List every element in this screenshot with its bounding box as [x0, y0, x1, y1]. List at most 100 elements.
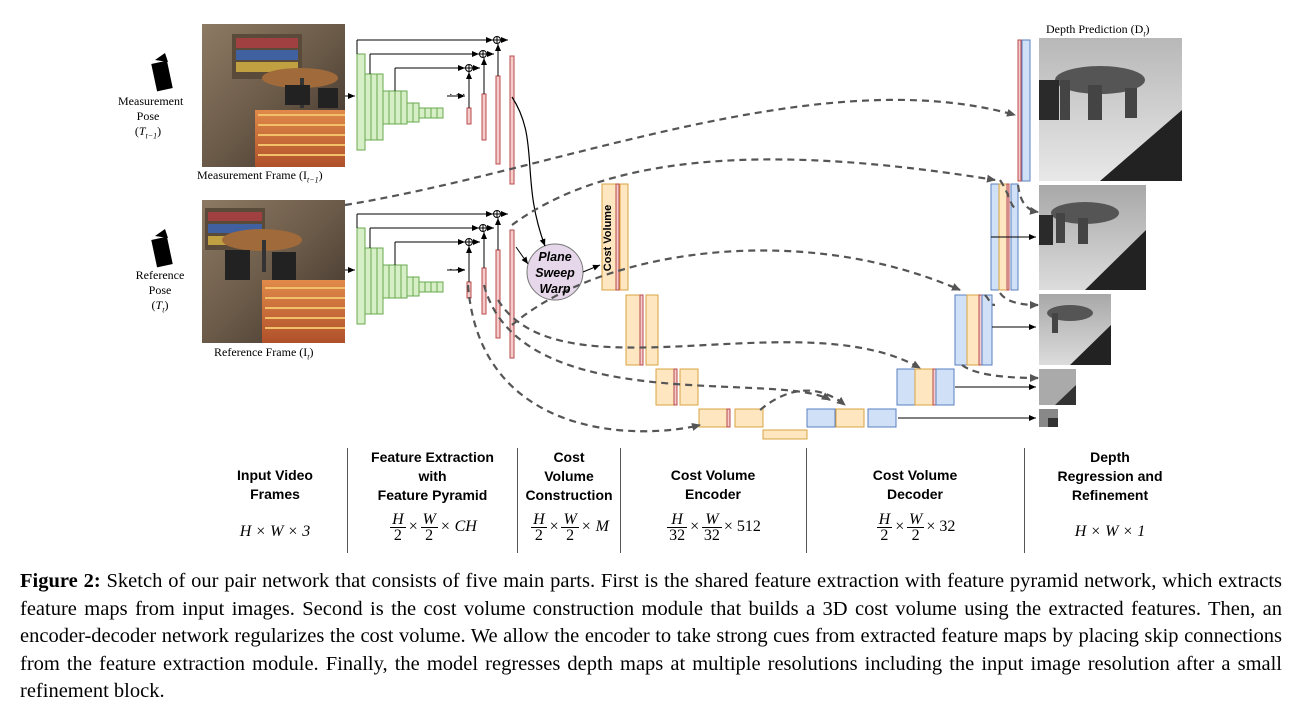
measurement-pose-label: Measurement Pose (Tt−1) — [118, 94, 183, 143]
decoder-block — [867, 408, 897, 428]
encoder-block — [679, 368, 699, 406]
column-title-encoder: Cost Volume Encoder — [670, 467, 756, 502]
caption-text: Sketch of our pair network that consists… — [20, 570, 1282, 702]
feature-map-block — [356, 53, 366, 151]
feature-map-block — [370, 73, 378, 141]
feature-map-block — [370, 247, 378, 315]
caption-label: Figure 2: — [20, 570, 101, 592]
formula-depth: H × W × 1 — [1074, 523, 1146, 540]
measurement-frame-label: Measurement Frame (It−1) — [197, 168, 323, 185]
reference-pose-line2: Pose — [148, 283, 172, 297]
reference-frame-image — [202, 200, 345, 343]
feature-map-block — [388, 90, 396, 125]
feature-map-block — [412, 102, 420, 123]
feature-pyramid-bottom — [356, 210, 515, 359]
depth-prediction-full — [1039, 38, 1182, 181]
feature-map-block — [424, 107, 432, 119]
decoder-block — [806, 408, 836, 428]
depth-prediction-half — [1039, 185, 1146, 290]
feature-pyramid-top — [356, 36, 515, 185]
column-separator — [620, 448, 621, 553]
depth-prediction-sixteenth — [1039, 409, 1058, 427]
network-diagram — [151, 24, 1182, 440]
refinement-block — [1021, 39, 1031, 182]
feature-map-block — [388, 264, 396, 299]
figure-caption: Figure 2: Sketch of our pair network tha… — [20, 568, 1282, 706]
pyramid-output-block — [466, 107, 472, 125]
pyramid-output-block — [495, 75, 501, 165]
encoder-skip-block — [639, 294, 644, 366]
reference-pose-label: Reference Pose (Tt) — [130, 268, 190, 317]
reference-camera-icon — [151, 229, 173, 268]
decoder-skip-block — [835, 408, 865, 428]
decoder-block — [896, 368, 916, 406]
formula-input: H × W × 3 — [239, 523, 311, 540]
column-title-costvol: Cost Volume Construction — [525, 449, 613, 503]
cost-volume-block — [619, 183, 629, 291]
reference-pose-line1: Reference — [135, 268, 185, 282]
measurement-camera-icon — [151, 53, 173, 92]
feature-map-block — [364, 73, 372, 141]
column-title-depth: Depth Regression and Refinement — [1057, 449, 1163, 503]
column-separator — [806, 448, 807, 553]
feature-map-block — [430, 281, 438, 293]
feature-map-block — [394, 90, 402, 125]
feature-map-block — [376, 73, 384, 141]
feature-map-block — [406, 276, 414, 297]
column-title-decoder: Cost Volume Decoder — [872, 467, 958, 502]
depth-prediction-quarter — [1039, 294, 1111, 365]
measurement-frame-image — [202, 24, 345, 167]
feature-map-block — [424, 281, 432, 293]
feature-map-block — [400, 264, 408, 299]
column-title-input: Input Video Frames — [237, 467, 313, 502]
encoder-skip-block — [673, 368, 678, 406]
feature-map-block — [382, 90, 390, 125]
feature-map-block — [412, 276, 420, 297]
measurement-pose-line1: Measurement — [118, 94, 184, 108]
decoder-block — [935, 368, 955, 406]
ellipsis-bottom: · · · — [449, 264, 466, 276]
skip-connections — [344, 98, 1039, 433]
encoder-bottleneck-block — [762, 429, 808, 440]
feature-map-block — [430, 107, 438, 119]
feature-map-block — [418, 281, 426, 293]
cost-volume-skip-block — [615, 183, 620, 291]
feature-map-block — [436, 107, 444, 119]
decoder-block — [981, 294, 993, 366]
reference-frame-label: Reference Frame (It) — [214, 345, 314, 362]
column-title-feature: Feature Extraction with Feature Pyramid — [371, 449, 494, 503]
feature-map-block — [436, 281, 444, 293]
pyramid-output-block — [509, 229, 515, 359]
feature-map-block — [406, 102, 414, 123]
encoder-skip-block — [726, 408, 731, 428]
feature-map-block — [356, 227, 366, 325]
feature-map-block — [364, 247, 372, 315]
encoder-block — [698, 408, 728, 428]
refinement-skip-block — [1017, 39, 1022, 182]
column-separator — [517, 448, 518, 553]
column-separator — [1024, 448, 1025, 553]
pyramid-output-block — [495, 249, 501, 339]
feature-map-block — [394, 264, 402, 299]
depth-prediction-label: Depth Prediction (Dt) — [1046, 22, 1150, 39]
feature-map-block — [400, 90, 408, 125]
reference-pose-symbol: (Tt) — [151, 298, 169, 315]
cost-volume-label: Cost Volume — [602, 204, 614, 272]
decoder-skip-block — [914, 368, 934, 406]
measurement-pose-line2: Pose — [136, 109, 160, 123]
encoder-decoder-blocks — [601, 39, 1031, 440]
encoder-block — [655, 368, 675, 406]
feature-map-block — [382, 264, 390, 299]
depth-prediction-eighth — [1039, 369, 1076, 405]
encoder-block — [734, 408, 764, 428]
pyramid-output-block — [481, 93, 487, 141]
encoder-block — [625, 294, 641, 366]
encoder-block — [645, 294, 659, 366]
pyramid-output-block — [509, 55, 515, 185]
feature-map-block — [376, 247, 384, 315]
decoder-block — [954, 294, 968, 366]
